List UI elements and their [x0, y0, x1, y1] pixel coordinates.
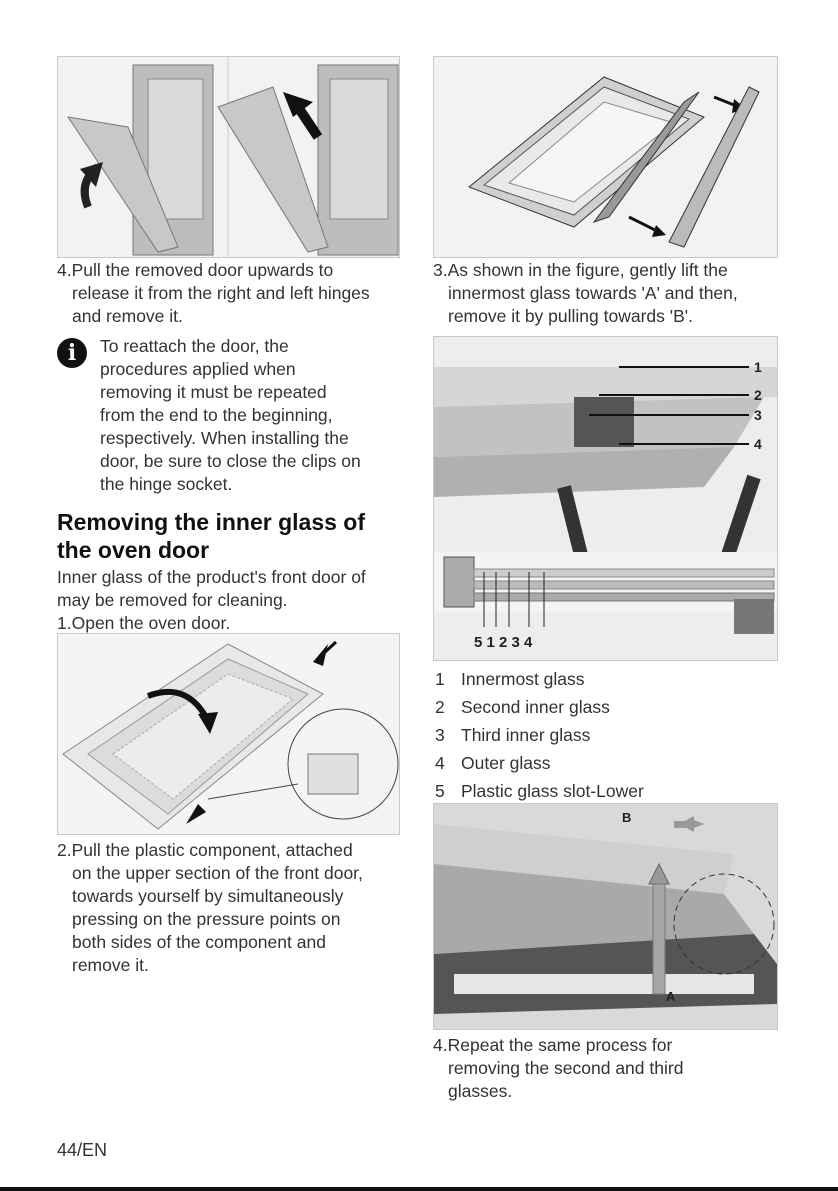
open-door-figure [57, 633, 400, 835]
section-title: Removing the inner glass of the oven doo… [57, 509, 365, 563]
step3-right: 3.As shown in the figure, gently lift th… [433, 260, 738, 326]
label-b: B [622, 810, 631, 825]
lift-glass-figure: B A [433, 803, 778, 1030]
step2-left: 2.Pull the plastic component, attached o… [57, 840, 363, 975]
callout-4: 4 [754, 436, 762, 452]
step4-right: 4.Repeat the same process for removing t… [433, 1035, 684, 1101]
glass-bottom-labels: 5 1 2 3 4 [474, 634, 533, 651]
page-number: 44/EN [57, 1140, 108, 1160]
info-icon: i [57, 338, 87, 368]
intro-text: Inner glass of the product's front door … [57, 567, 366, 633]
label-a: A [666, 989, 676, 1004]
glass-layers-figure: 1 2 3 4 5 1 2 3 4 [433, 336, 778, 661]
note-text: To reattach the door, the procedures app… [100, 336, 361, 494]
callout-2: 2 [754, 387, 762, 403]
bottom-rule [0, 1187, 838, 1191]
step4-left: 4.Pull the removed door upwards to relea… [57, 260, 370, 326]
plastic-strip-figure [433, 56, 778, 258]
callout-3: 3 [754, 407, 762, 423]
callout-1: 1 [754, 359, 762, 375]
door-removal-figure [57, 56, 400, 258]
